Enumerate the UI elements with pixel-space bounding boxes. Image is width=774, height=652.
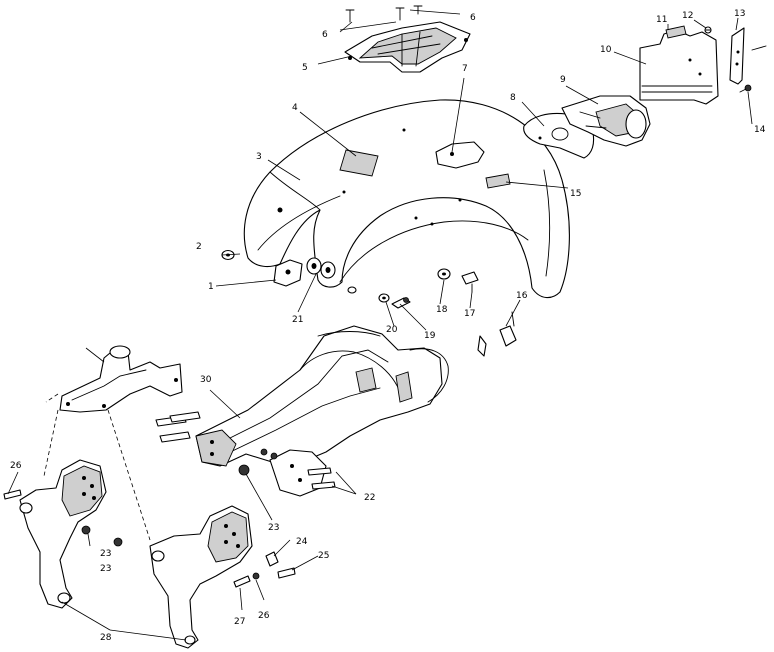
bolt-19 [391, 297, 411, 309]
fender-pad [435, 141, 485, 169]
callout-17: 17 [464, 309, 475, 319]
leader-lines [7, 9, 753, 641]
callout-16: 16 [516, 291, 528, 301]
callout-6b: 6 [470, 13, 476, 23]
upper-mount-bracket [59, 345, 183, 413]
callout-26b: 26 [258, 611, 270, 621]
license-plate-bracket [639, 29, 719, 105]
rear-rack-plate [344, 5, 471, 73]
callout-11: 11 [656, 15, 667, 25]
screw-12 [704, 26, 712, 34]
callout-6a: 6 [322, 30, 328, 40]
bolt-25 [277, 567, 296, 579]
callout-20: 20 [386, 325, 398, 335]
callout-19: 19 [424, 331, 436, 341]
callout-24: 24 [296, 537, 308, 547]
rear-fender [243, 99, 570, 299]
washer-18 [437, 268, 451, 280]
callout-8: 8 [510, 93, 516, 103]
label-tag [665, 25, 687, 39]
callout-18: 18 [436, 305, 448, 315]
clip-bracket [729, 27, 767, 85]
callout-26a: 26 [10, 461, 22, 471]
callout-4: 4 [292, 103, 298, 113]
callout-15: 15 [570, 189, 581, 199]
callout-28: 28 [100, 633, 112, 643]
wire-clips [477, 311, 517, 357]
left-footrest-bracket [3, 459, 107, 609]
callout-numbers: 1 2 3 4 5 6 6 7 8 9 10 11 12 13 14 15 16… [10, 9, 766, 643]
callout-23b: 23 [100, 564, 111, 574]
washers-21 [306, 257, 336, 279]
callout-7: 7 [462, 64, 468, 74]
bolt-17 [461, 271, 479, 293]
bolt-26 [233, 572, 260, 588]
right-footrest-bracket [113, 505, 253, 649]
callout-2: 2 [196, 242, 202, 252]
callout-13: 13 [734, 9, 745, 19]
washer-20 [378, 293, 390, 303]
callout-21: 21 [292, 315, 303, 325]
callout-14: 14 [754, 125, 766, 135]
bolt-14 [739, 84, 752, 93]
callout-22: 22 [364, 493, 375, 503]
callout-5: 5 [302, 63, 308, 73]
callout-27: 27 [234, 617, 245, 627]
callout-1: 1 [208, 282, 214, 292]
callout-9: 9 [560, 75, 566, 85]
nut-23 [238, 464, 250, 476]
spacer-block [273, 259, 303, 287]
callout-25: 25 [318, 551, 329, 561]
callout-23c: 23 [100, 549, 111, 559]
callout-30: 30 [200, 375, 212, 385]
rear-subframe [195, 325, 449, 497]
tail-light-bracket [561, 95, 651, 147]
callout-12: 12 [682, 11, 693, 21]
callout-10: 10 [600, 45, 612, 55]
callout-3: 3 [256, 152, 262, 162]
callout-23a: 23 [268, 523, 279, 533]
